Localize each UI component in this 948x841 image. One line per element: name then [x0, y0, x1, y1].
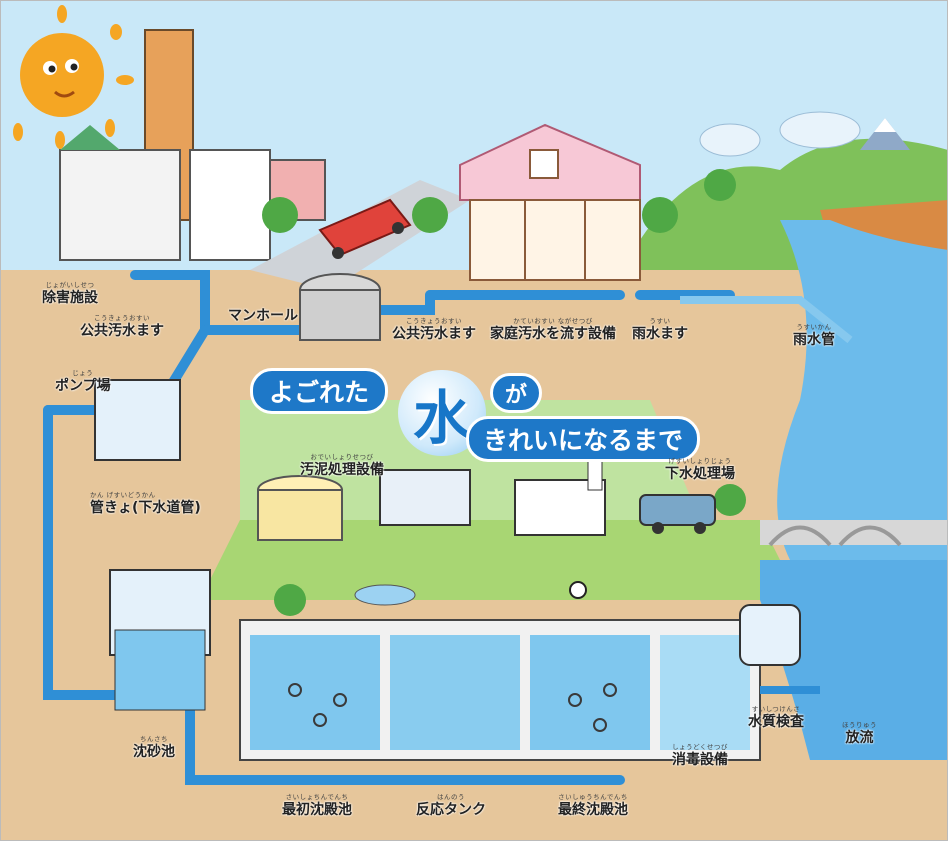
label-chinsa: ちんさち沈砂池: [133, 735, 175, 760]
river: [777, 220, 948, 560]
label-usui-masu: うすい雨水ます: [632, 317, 688, 342]
soccer-ball-icon: [569, 581, 587, 599]
disinfection-tank: [660, 635, 750, 750]
pump-station: [94, 379, 181, 461]
mountain-icon: [860, 118, 910, 150]
label-shoudoku: しょうどくせつび消毒設備: [672, 743, 728, 768]
label-jogai: じょがいしせつ除害施設: [42, 281, 98, 306]
label-kankyo: かん げすいどうかん管きょ(下水道管): [90, 491, 201, 516]
final-tank: [530, 635, 650, 750]
house-icon: [459, 123, 641, 281]
car-icon: [318, 198, 412, 259]
lawn: [200, 520, 800, 600]
fountain-icon: [354, 584, 416, 606]
label-katei: かていおすい ながせつび家庭汚水を流す設備: [490, 317, 616, 342]
label-hannou: はんのう反応タンク: [416, 793, 486, 818]
grit-tank: [114, 629, 206, 711]
sludge-tank: [257, 489, 343, 541]
label-saisho: さいしょちんでんち最初沈殿池: [282, 793, 352, 818]
reaction-tank: [390, 635, 520, 750]
tree-icon: [262, 169, 746, 616]
truck-icon: [639, 494, 716, 534]
label-suishitsu: すいしつけんさ水質検査: [748, 705, 804, 730]
label-usui-kan: うすいかん雨水管: [793, 323, 835, 348]
label-koukyou-right: こうきょうおすい公共汚水ます: [392, 317, 476, 342]
building-icon: [59, 29, 326, 261]
river-lower: [760, 560, 948, 760]
inspection-hut: [739, 604, 801, 666]
title-part3: きれいになるまで: [466, 416, 701, 462]
label-gesui: げすいしょりじょう下水処理場: [665, 457, 735, 482]
label-houryuu: ほうりゅう放流: [842, 721, 877, 746]
sun-icon: [13, 5, 134, 149]
label-odei: おでいしょりせつび汚泥処理設備: [300, 453, 384, 478]
title-part2: が: [490, 373, 543, 413]
cloud-icon: [699, 111, 861, 157]
label-koukyou-left: こうきょうおすい公共汚水ます: [80, 314, 164, 339]
primary-tank: [250, 635, 380, 750]
label-pump: じょうポンプ場: [55, 369, 111, 394]
label-saishuu: さいしゅうちんでんち最終沈殿池: [558, 793, 628, 818]
title-part1: よごれた: [250, 368, 389, 414]
label-manhole: マンホール: [228, 308, 298, 324]
